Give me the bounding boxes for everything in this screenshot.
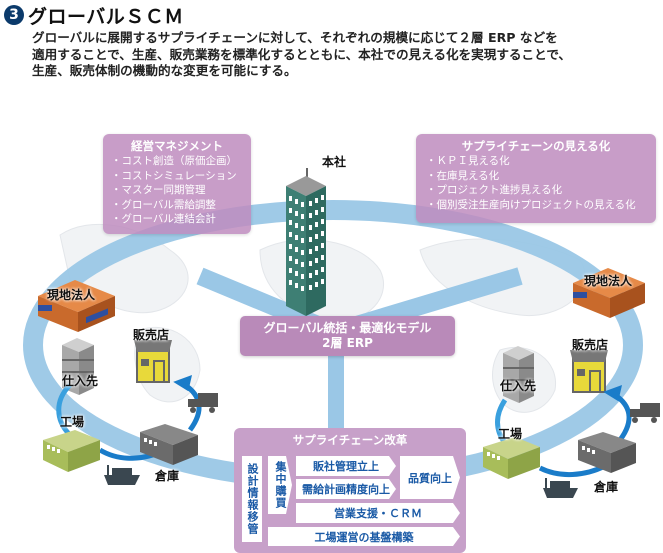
visibility-item: ・ＫＰＩ見える化 <box>426 155 510 167</box>
management-item: ・コストシミュレーション <box>111 169 237 182</box>
left-supplier-label: 仕入先 <box>62 374 99 388</box>
design-transfer-cell: 設計情報移管 <box>242 456 262 542</box>
right-factory-icon <box>483 437 540 479</box>
management-item: ・コスト創造（原価企画） <box>111 155 237 167</box>
description-line-2: 適用することで、生産、販売業務を標準化するとともに、本社での見える化を実現するこ… <box>32 46 572 62</box>
erp-model-line-1: グローバル統括・最適化モデル <box>263 321 432 335</box>
section-number-badge: 3 <box>4 5 24 25</box>
right-subsidiary-icon <box>573 268 645 318</box>
right-subsidiary-label: 現地法人 <box>584 274 633 288</box>
description-line-3: 生産、販売体制の機動的な変更を可能にする。 <box>32 63 297 78</box>
right-truck-icon <box>630 403 660 423</box>
supply-chain-reform-box: サプライチェーン改革 設計情報移管 集中購買 販社管理立上 需給計画精度向上 品… <box>234 428 466 553</box>
right-shop-icon <box>570 350 608 393</box>
quality-cell: 品質向上 <box>400 456 460 499</box>
right-supplier-label: 仕入先 <box>500 379 537 393</box>
management-box-title: 経営マネジメント <box>131 139 223 153</box>
section-title: グローバルＳＣＭ <box>28 5 184 28</box>
right-supplier-icon <box>503 346 534 403</box>
erp-model-box: グローバル統括・最適化モデル 2層 ERP <box>240 316 455 356</box>
right-factory-label: 工場 <box>498 427 523 441</box>
left-shop-icon <box>134 340 172 383</box>
right-warehouse-label: 倉庫 <box>594 480 619 494</box>
management-item: ・グローバル連結会計 <box>111 213 216 225</box>
left-warehouse-label: 倉庫 <box>155 469 180 483</box>
visibility-item: ・個別受注生産向けプロジェクトの見える化 <box>426 198 636 211</box>
management-item: ・グローバル需給調整 <box>111 198 216 211</box>
headquarters-building-icon <box>286 168 326 316</box>
demand-plan-cell: 需給計画精度向上 <box>296 479 396 499</box>
left-ship-icon <box>104 465 140 485</box>
right-ship-icon <box>543 478 578 498</box>
right-warehouse-icon <box>578 432 636 473</box>
left-subsidiary-label: 現地法人 <box>47 288 96 302</box>
section-description: グローバルに展開するサプライチェーンに対して、それぞれの規模に応じて２層 ERP… <box>32 30 662 80</box>
erp-model-line-2: 2層 ERP <box>322 336 373 350</box>
right-cycle-arrowhead <box>603 385 623 402</box>
central-purchase-cell: 集中購買 <box>268 456 292 514</box>
sales-mgmt-cell: 販社管理立上 <box>296 456 396 476</box>
left-supplier-icon <box>62 338 94 395</box>
management-item: ・マスター同期管理 <box>111 184 206 196</box>
left-warehouse-icon <box>140 424 198 465</box>
left-factory-label: 工場 <box>60 415 85 429</box>
right-cycle-arc-left <box>495 398 508 445</box>
left-factory-icon <box>43 430 100 472</box>
factory-base-cell: 工場運営の基盤構築 <box>268 527 460 546</box>
hq-label: 本社 <box>322 155 347 169</box>
left-truck-icon <box>188 393 218 413</box>
left-cycle-arrowhead <box>173 375 193 392</box>
right-cycle-arc-bottom <box>538 463 607 478</box>
section-header: 3 グローバルＳＣＭ <box>4 2 184 28</box>
description-line-1: グローバルに展開するサプライチェーンに対して、それぞれの規模に応じて２層 ERP… <box>32 30 558 45</box>
visibility-box: サプライチェーンの見える化 ・ＫＰＩ見える化 ・在庫見える化 ・プロジェクト進捗… <box>416 134 656 223</box>
right-shop-label: 販売店 <box>572 338 609 352</box>
left-subsidiary-icon <box>38 280 115 332</box>
left-shop-label: 販売店 <box>133 328 170 342</box>
sales-crm-cell: 営業支援・ＣＲＭ <box>296 503 460 523</box>
visibility-item: ・在庫見える化 <box>426 169 500 182</box>
left-cycle-arc-left <box>56 383 72 437</box>
reform-box-title: サプライチェーン改革 <box>292 433 408 447</box>
visibility-box-title: サプライチェーンの見える化 <box>461 139 611 153</box>
visibility-item: ・プロジェクト進捗見える化 <box>426 184 563 196</box>
management-box: 経営マネジメント ・コスト創造（原価企画） ・コストシミュレーション ・マスター… <box>103 134 251 234</box>
